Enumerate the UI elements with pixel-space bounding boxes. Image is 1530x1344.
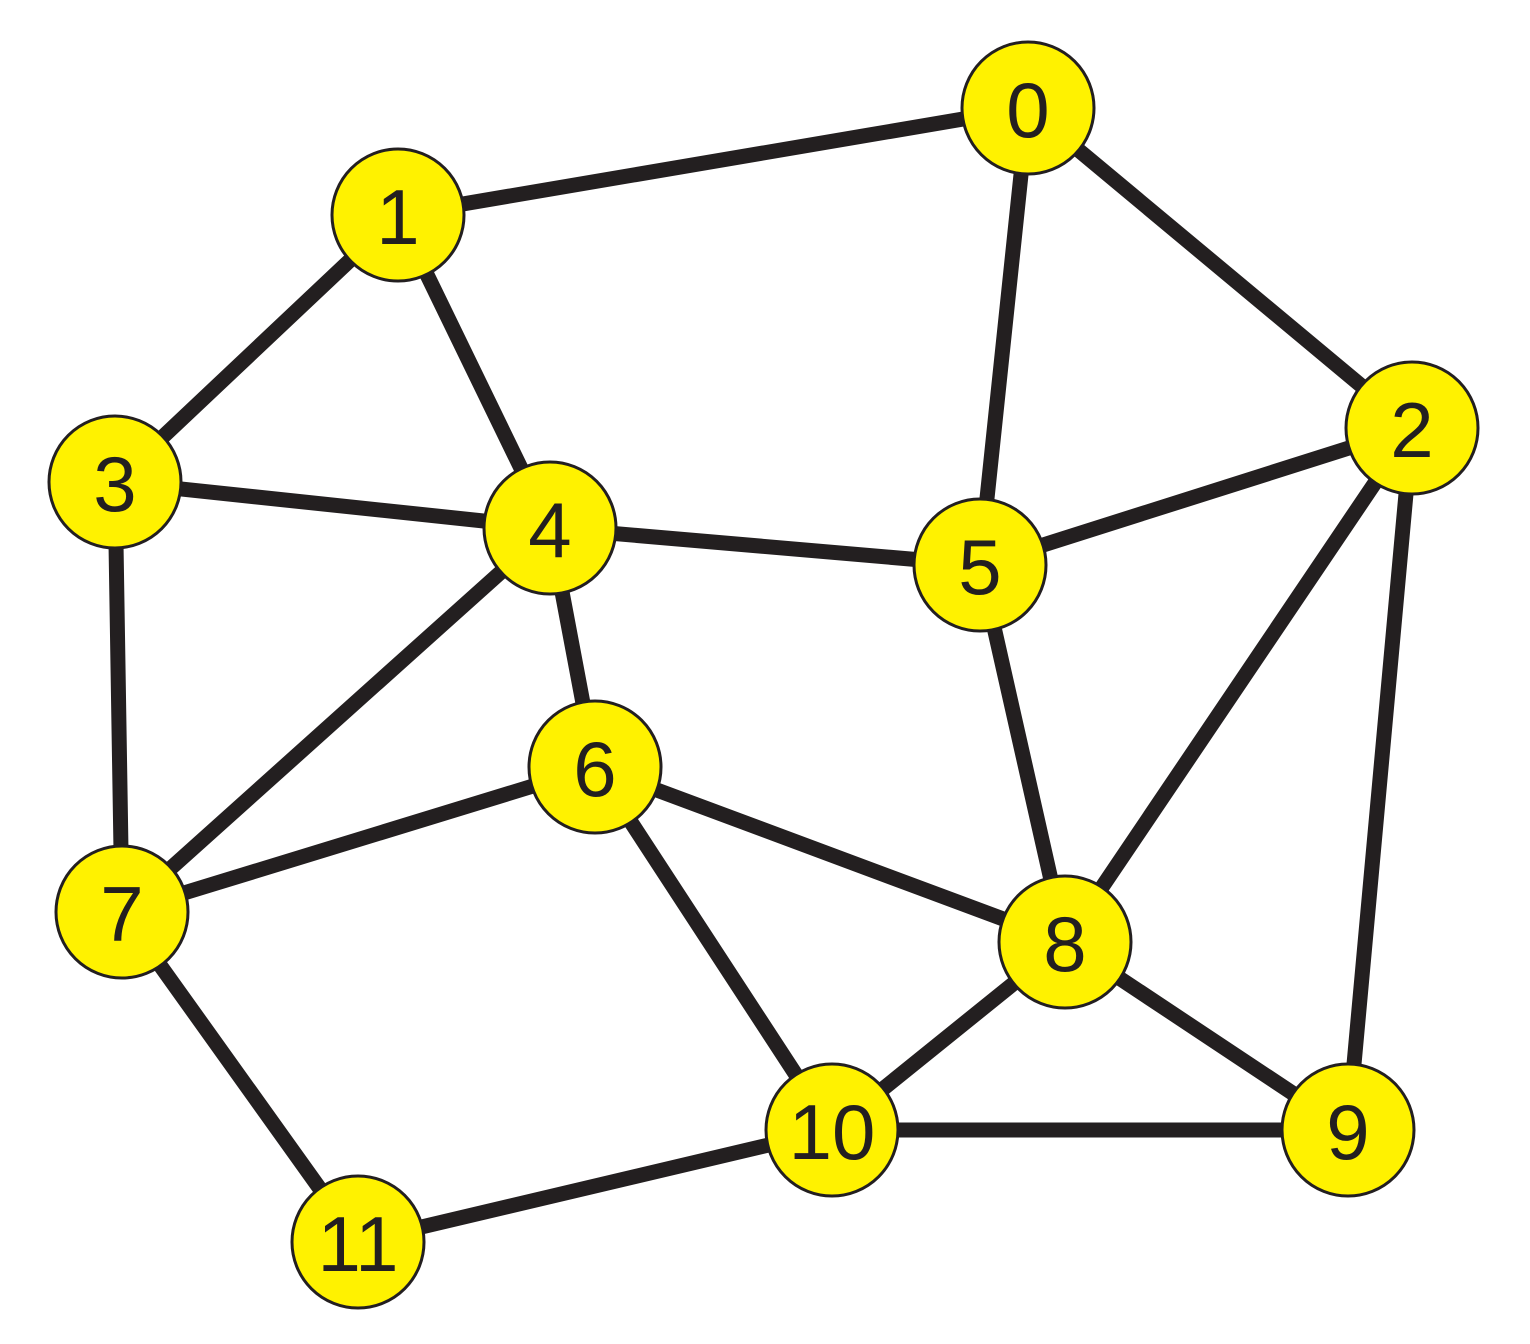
node-2: 2 — [1344, 360, 1480, 496]
node-circle — [960, 40, 1096, 176]
edge-4-7 — [114, 520, 558, 920]
node-4: 4 — [482, 460, 618, 596]
edge-7-11 — [114, 904, 366, 1250]
node-circle — [527, 699, 663, 835]
edges-layer — [107, 100, 1420, 1250]
node-label: 7 — [100, 870, 143, 958]
node-label: 11 — [318, 1200, 399, 1288]
edge-0-2 — [1020, 100, 1420, 436]
edge-1-0 — [390, 100, 1036, 223]
node-7: 7 — [54, 844, 190, 980]
node-circle — [764, 1062, 900, 1198]
nodes-layer: 0 1 2 3 4 5 6 7 8 9 10 11 — [47, 40, 1480, 1310]
edge-6-8 — [587, 759, 1073, 950]
node-6: 6 — [527, 699, 663, 835]
edge-2-9 — [1340, 420, 1420, 1138]
node-circle — [482, 460, 618, 596]
node-circle — [997, 874, 1133, 1010]
edge-11-10 — [350, 1122, 840, 1250]
edge-2-8 — [1057, 420, 1420, 950]
node-10: 10 — [764, 1062, 900, 1198]
node-circle — [54, 844, 190, 980]
node-circle — [912, 497, 1048, 633]
node-label: 9 — [1326, 1088, 1369, 1176]
node-label: 0 — [1006, 66, 1049, 154]
node-0: 0 — [960, 40, 1096, 176]
node-circle — [330, 147, 466, 283]
edge-2-5 — [972, 420, 1420, 573]
node-label: 8 — [1043, 900, 1086, 988]
node-circle — [1344, 360, 1480, 496]
node-label: 2 — [1390, 386, 1433, 474]
node-circle — [1280, 1062, 1416, 1198]
node-8: 8 — [997, 874, 1133, 1010]
node-label: 10 — [789, 1088, 876, 1176]
node-label: 6 — [573, 725, 616, 813]
node-3: 3 — [47, 414, 183, 550]
edge-6-10 — [587, 759, 840, 1138]
node-5: 5 — [912, 497, 1048, 633]
node-label: 3 — [93, 440, 136, 528]
node-11: 11 — [290, 1174, 426, 1310]
edge-4-5 — [542, 520, 988, 573]
edge-3-4 — [107, 474, 558, 536]
node-label: 4 — [528, 486, 571, 574]
edge-6-7 — [114, 759, 603, 920]
node-circle — [47, 414, 183, 550]
node-circle — [290, 1174, 426, 1310]
node-1: 1 — [330, 147, 466, 283]
node-label: 1 — [376, 173, 419, 261]
edge-0-5 — [972, 100, 1036, 573]
node-label: 5 — [958, 523, 1001, 611]
edge-3-7 — [107, 474, 130, 920]
node-9: 9 — [1280, 1062, 1416, 1198]
